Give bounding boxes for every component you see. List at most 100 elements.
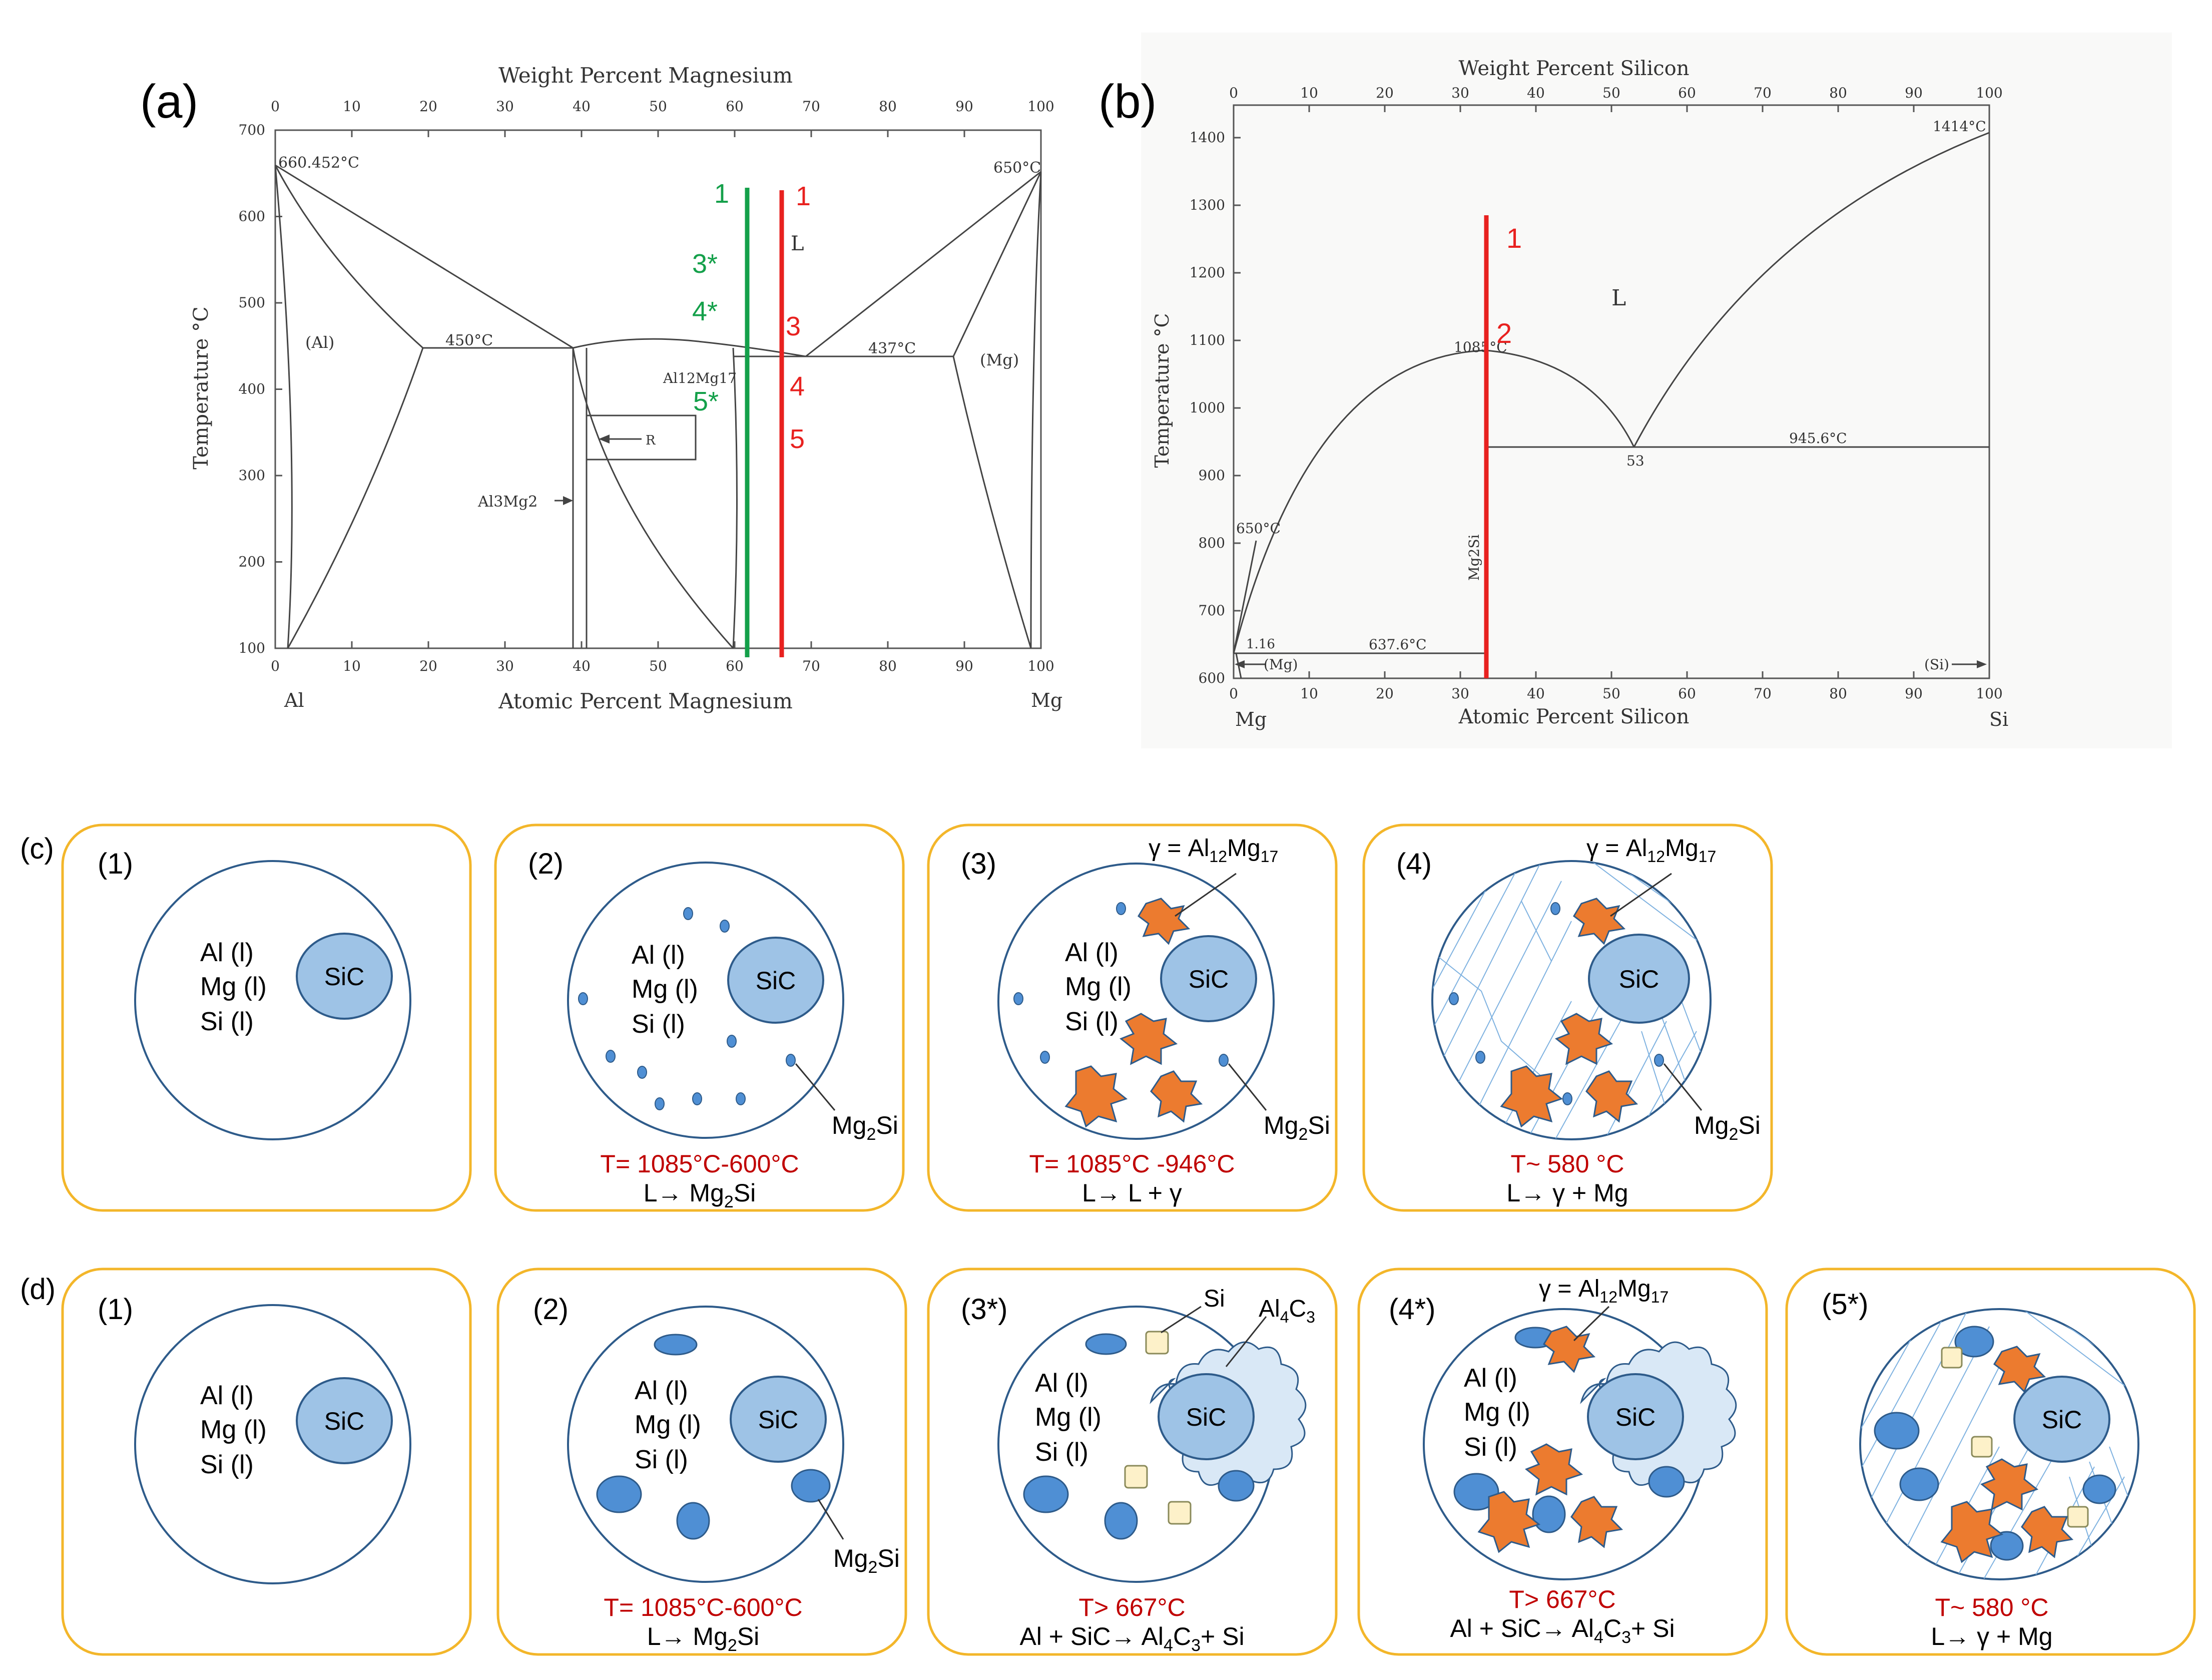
c-box-3-liquid-si: Si (l) xyxy=(1065,1007,1119,1036)
panel-a-top-axis-tick-label: 0 xyxy=(271,98,280,115)
d-box-3-mg2si-precipitates xyxy=(1023,1333,1255,1540)
panel-b-y-axis-tick-label: 1400 xyxy=(1190,129,1225,146)
c-box-4-gamma-leader xyxy=(1610,873,1672,917)
panel-b-bottom-axis-tick-label: 60 xyxy=(1678,685,1696,702)
d-box-2-liquid-si: Si (l) xyxy=(635,1445,688,1474)
d-box-1-liquid-mg: Mg (l) xyxy=(200,1415,267,1444)
c-box-4-mg2si-precipitates xyxy=(1449,902,1664,1105)
d-box-4-gamma-label: γ = Al12Mg17 xyxy=(1539,1276,1669,1306)
panel-a-y-axis-tick-label: 600 xyxy=(239,208,265,225)
c-box-3-mg2si-label: Mg2Si xyxy=(1264,1111,1330,1144)
panel-b-phase-si: (Si) xyxy=(1924,656,1949,673)
panel-a-bottom-axis-tick-label: 100 xyxy=(1027,658,1054,674)
panel-a-bottom-axis-tick-label: 80 xyxy=(879,658,897,674)
d-box-4-liquid-al: Al (l) xyxy=(1464,1364,1517,1393)
panel-b-y-axis-tick-label: 1000 xyxy=(1190,399,1225,416)
panel-b-y-axis-tick-label: 1100 xyxy=(1190,332,1225,348)
c-box-1-number: (1) xyxy=(98,848,133,880)
c-box-2-number: (2) xyxy=(528,848,564,880)
d-box-1: (1) SiC Al (l) Mg (l) Si (l) xyxy=(61,1268,472,1656)
c-box-3-sic-label: SiC xyxy=(1189,965,1229,993)
d-box-5-mg2si-precipitates xyxy=(1874,1326,2116,1561)
panel-a-bottom-axis-tick-label: 50 xyxy=(649,658,667,674)
panel-a-red-label-4: 4 xyxy=(790,371,805,401)
panel-a: (a) Weight Percent Magnesium Atomic Perc… xyxy=(140,63,1062,713)
panel-a-y-axis-tick-label: 700 xyxy=(239,122,265,138)
c-box-4-grain-lines xyxy=(1432,861,1711,1139)
c-box-1-liquid-si: Si (l) xyxy=(200,1007,254,1036)
c-box-3-mg2si-precipitates xyxy=(1013,902,1229,1067)
panel-a-left-element: Al xyxy=(284,689,304,711)
d-box-3-reaction: Al + SiC→ Al4C3+ Si xyxy=(1019,1622,1244,1655)
c-box-3-mg2si-leader xyxy=(1228,1063,1267,1111)
c-box-1-liquid-mg: Mg (l) xyxy=(200,972,267,1001)
d-box-3-frame xyxy=(927,1268,1338,1656)
panel-b-left-solubility: 1.16 xyxy=(1246,637,1275,652)
panel-a-y-axis-title: Temperature °C xyxy=(190,306,213,469)
d-box-4-gamma-leader xyxy=(1573,1306,1610,1342)
panel-a-red-label-3: 3 xyxy=(786,311,801,341)
panel-b-y-axis-title: Temperature °C xyxy=(1151,313,1173,468)
d-box-4-reaction: Al + SiC→ Al4C3+ Si xyxy=(1450,1614,1675,1647)
c-box-1: (1) SiC Al (l) Mg (l) Si (l) xyxy=(61,823,472,1212)
panel-b-bottom-axis-tick-label: 10 xyxy=(1300,685,1318,702)
c-box-2-frame xyxy=(494,823,905,1212)
d-box-2-frame xyxy=(496,1268,907,1656)
d-box-4-mg2si-precipitates xyxy=(1453,1327,1685,1533)
c-box-4-reaction: L→ γ + Mg xyxy=(1506,1179,1628,1207)
d-box-2-liquid-mg: Mg (l) xyxy=(635,1410,701,1439)
panel-a-r-arrow xyxy=(599,435,642,444)
d-box-2-mg2si-leader xyxy=(817,1499,844,1540)
d-box-3: (3*) SiC Al (l) Mg (l) Si (l) Si Al4C3 T… xyxy=(927,1268,1338,1656)
panel-a-bottom-axis-tick-label: 20 xyxy=(419,658,437,674)
panel-a-bottom-axis-tick-label: 10 xyxy=(343,658,361,674)
c-box-2-mg2si-precipitates xyxy=(578,907,796,1110)
d-box-2-reaction: L→ Mg2Si xyxy=(647,1622,760,1655)
c-box-1-frame xyxy=(61,823,472,1212)
c-box-4-gamma-label: γ = Al12Mg17 xyxy=(1586,835,1716,866)
panel-a-phase-al: (Al) xyxy=(305,333,334,352)
panel-a-y-axis-tick-label: 500 xyxy=(239,294,265,311)
panel-a-phase-beta: Al3Mg2 xyxy=(477,493,537,511)
d-box-4-gamma-particles xyxy=(1477,1326,1623,1553)
panel-a-beta-arrow xyxy=(555,496,573,505)
panel-a-y-axis-tick-label: 100 xyxy=(239,640,265,656)
c-box-2-mg2si-leader xyxy=(795,1063,836,1111)
panel-b-top-axis-tick-label: 100 xyxy=(1976,85,2002,101)
panel-a-green-label-1: 1 xyxy=(714,179,729,209)
panel-b-top-axis-tick-label: 50 xyxy=(1602,85,1620,101)
panel-a-bottom-axis-tick-label: 0 xyxy=(271,658,280,674)
d-box-1-melt-circle xyxy=(134,1304,411,1584)
panel-b-top-axis-tick-label: 40 xyxy=(1527,85,1545,101)
panel-b-background xyxy=(1141,33,2172,748)
d-box-5-gamma-particles xyxy=(1940,1346,2074,1563)
d-box-3-si-label: Si xyxy=(1204,1286,1225,1312)
panel-b-bottom-axis-tick-label: 0 xyxy=(1229,685,1238,702)
panel-b-y-axis-tick-label: 1300 xyxy=(1190,197,1225,213)
d-box-5-sic-label: SiC xyxy=(2042,1406,2082,1434)
panel-b-top-axis-tick-label: 60 xyxy=(1678,85,1696,101)
c-box-2-mg2si-label: Mg2Si xyxy=(832,1111,898,1144)
d-box-4: (4*) SiC Al (l) Mg (l) Si (l) γ = Al12Mg… xyxy=(1357,1268,1768,1656)
panel-a-label: (a) xyxy=(140,75,198,128)
panel-a-bottom-axis-tick-label: 30 xyxy=(496,658,514,674)
d-box-5-sic-particle xyxy=(2013,1376,2110,1463)
panel-b-y-axis-tick-label: 900 xyxy=(1199,467,1225,484)
c-box-4-frame xyxy=(1362,823,1773,1212)
panel-b-y-axis-tick-label: 1200 xyxy=(1190,264,1225,281)
panel-b-phase-mg: (Mg) xyxy=(1264,656,1298,673)
c-box-3-liquid-mg: Mg (l) xyxy=(1065,972,1132,1001)
d-box-3-number: (3*) xyxy=(961,1293,1007,1326)
panel-a-y-axis-tick-label: 400 xyxy=(239,381,265,397)
d-box-2-liquid-al: Al (l) xyxy=(635,1376,688,1405)
panel-a-eutectic-right: 437°C xyxy=(868,340,916,357)
panel-a-top-axis-tick-label: 10 xyxy=(343,98,361,115)
row-c-label: (c) xyxy=(20,832,54,865)
panel-a-y-axis-tick-label: 300 xyxy=(239,467,265,484)
panel-b-phase-curves xyxy=(1233,132,1990,679)
c-box-2-melt-circle xyxy=(567,862,844,1139)
d-box-4-liquid-mg: Mg (l) xyxy=(1464,1398,1530,1427)
